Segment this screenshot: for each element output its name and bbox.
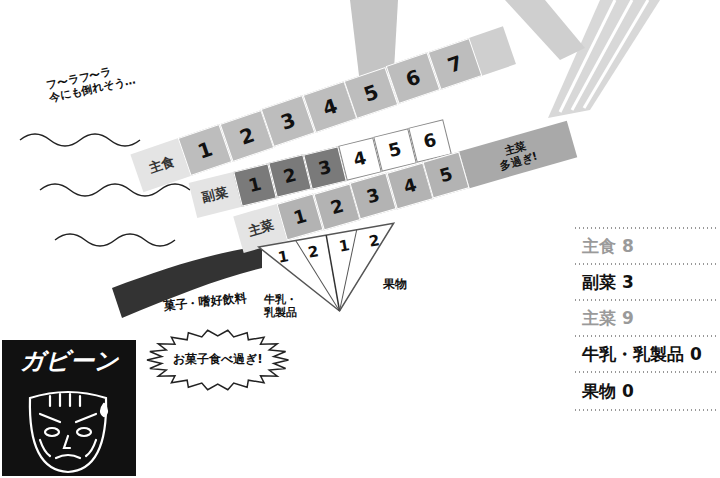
eye (77, 428, 91, 436)
node-text: 4 (319, 94, 340, 120)
cone-divider (326, 235, 339, 311)
node-text: ガビーン (20, 348, 119, 376)
fruit-cell: 2 (357, 225, 392, 258)
burst-shape (147, 330, 288, 389)
dairy-cell: 2 (296, 236, 331, 269)
node-text: 5 (386, 139, 403, 162)
node-text: 1 (337, 238, 350, 257)
node-text: 7 (444, 51, 465, 77)
dotted-rule (575, 227, 717, 228)
warning-note: 主菜 多過ぎ! (491, 136, 542, 174)
node-text: 1 (195, 137, 216, 163)
cone-divider (296, 235, 340, 316)
node-text: 2 (368, 232, 381, 251)
band-extension (459, 121, 577, 188)
node-text: 1 (291, 205, 309, 228)
cheek-line (40, 440, 50, 456)
cone-outline (259, 223, 407, 323)
row-label: 主食 (147, 153, 177, 176)
node-text: 1 (276, 249, 289, 268)
node-text: 2 (236, 123, 257, 149)
side-dish-band (189, 172, 242, 218)
node-text: 3 (364, 184, 382, 207)
node-text: 6 (403, 65, 424, 91)
node-text: 4 (351, 147, 368, 170)
snack-swoosh (112, 246, 262, 318)
node-text: 3 (316, 156, 333, 179)
eyebrow (76, 414, 96, 422)
dairy-fruit-cone (259, 223, 407, 323)
speech-burst: お菓子食べ過ぎ! (145, 328, 290, 392)
tally-entry: 牛乳・乳製品 0 (582, 344, 702, 364)
wobble-line (40, 184, 190, 196)
shock-line (79, 396, 81, 406)
node-text: 1 (246, 173, 263, 196)
hatch-line (584, 0, 648, 108)
row-label: 主菜 (246, 217, 275, 239)
tally-entry: 主食 8 (582, 236, 634, 256)
face-outline (30, 392, 106, 472)
cone-divider (326, 230, 370, 311)
mouth (56, 455, 80, 458)
motion-hatch (548, 0, 660, 118)
wobble-line (55, 234, 175, 246)
eyebrow (40, 414, 60, 422)
eye (45, 428, 59, 436)
cheek-line (86, 440, 96, 456)
node-text: 2 (281, 165, 298, 188)
node-text: 5 (361, 80, 382, 106)
shocked-face (30, 392, 107, 472)
node-text: お菓子食べ過ぎ! (173, 353, 262, 367)
group-label: 菓子・嗜好飲料 (162, 290, 247, 313)
node-text: 3 (278, 108, 299, 134)
dotted-rule (575, 335, 717, 336)
group-label: 果物 (383, 277, 407, 291)
nose (64, 436, 70, 448)
tally-rules (575, 228, 717, 410)
band-label-ground (189, 172, 242, 218)
tally-entry: 副菜 3 (582, 272, 634, 292)
dotted-rule (575, 263, 717, 264)
tally-entry: 主菜 9 (582, 308, 634, 328)
shock-line (59, 394, 61, 406)
shock-caption: ガビーン (3, 342, 135, 382)
shock-line (49, 396, 51, 406)
sweat-drop (101, 404, 107, 416)
wobble-line (20, 134, 140, 146)
node-text: 6 (421, 130, 438, 153)
dotted-rule (575, 409, 717, 410)
node-text: 4 (401, 174, 419, 197)
dotted-rule (575, 299, 717, 300)
top-rope (505, 0, 585, 60)
wobble-note: フ〜ラフ〜ラ 今にも倒れそう… (45, 56, 160, 105)
dotted-rule (575, 371, 717, 372)
tally-entry: 果物 0 (582, 381, 634, 401)
shock-line (69, 394, 71, 406)
row-label: 副菜 (200, 184, 229, 205)
node-text: 2 (307, 243, 320, 262)
node-text: 5 (437, 163, 455, 186)
dairy-cell: 1 (265, 242, 300, 275)
shock-panel (2, 340, 136, 476)
fruit-cell: 1 (326, 231, 361, 264)
hatch-line (572, 0, 632, 110)
node-text: 2 (328, 195, 346, 218)
group-label: 牛乳・ 乳製品 (260, 293, 300, 319)
